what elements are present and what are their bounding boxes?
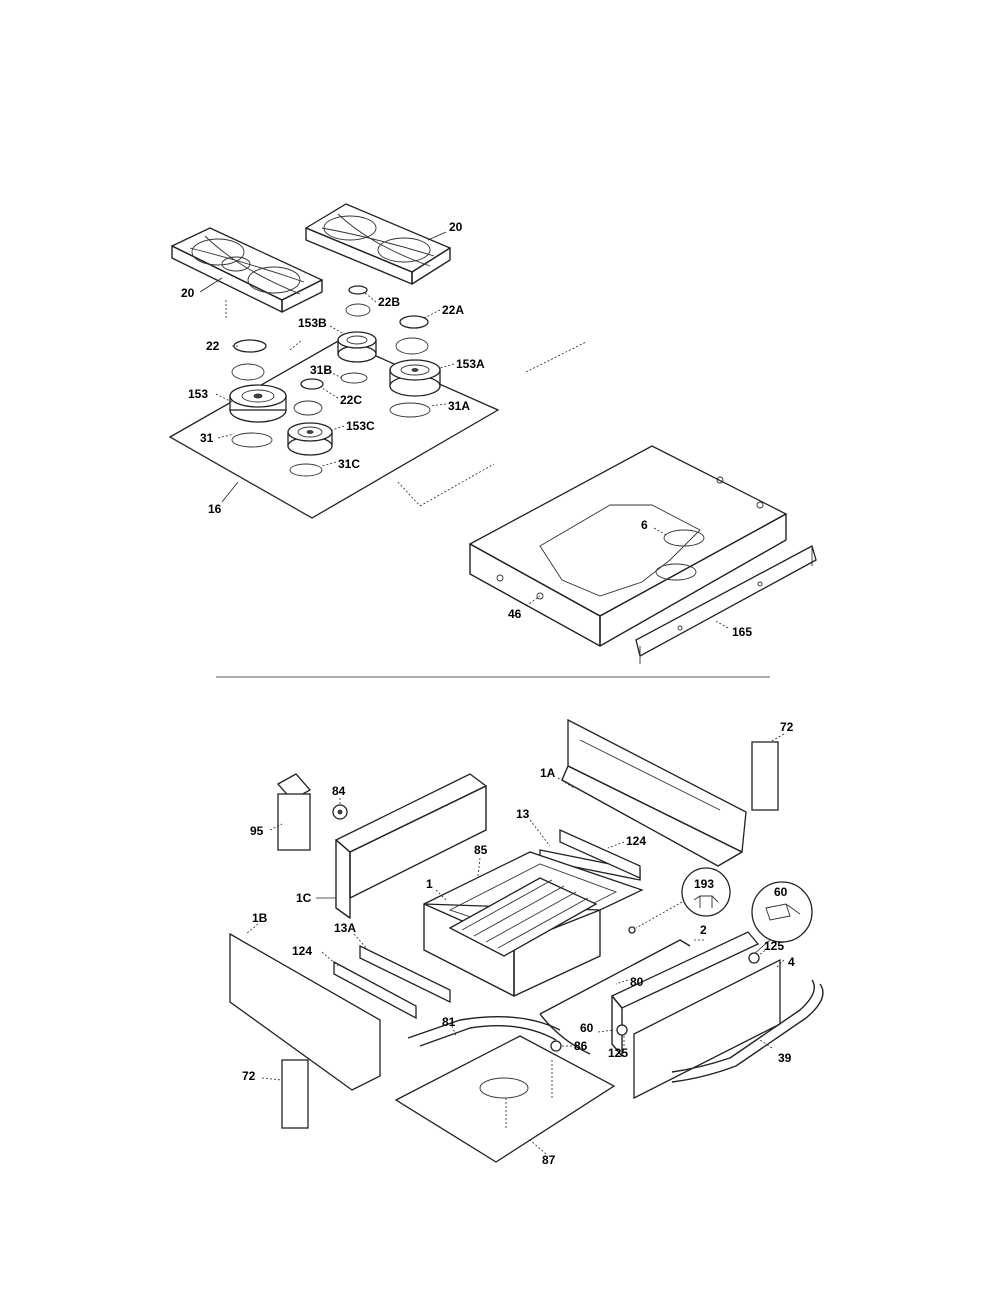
- screw-60-lower: [616, 1024, 628, 1036]
- label-80: 80: [630, 975, 644, 989]
- label-22c: 22C: [340, 393, 362, 407]
- spreader-22b: [345, 303, 371, 317]
- label-85: 85: [474, 843, 488, 857]
- label-60-bottom: 60: [580, 1021, 594, 1035]
- cap-22: [233, 339, 267, 353]
- label-31c: 31C: [338, 457, 360, 471]
- burner-box: [468, 445, 788, 647]
- label-4: 4: [788, 955, 795, 969]
- oven-assembly: [229, 718, 824, 1163]
- label-1b: 1B: [252, 911, 268, 925]
- screw-125-upper: [748, 952, 760, 964]
- leader-lines: [199, 231, 785, 1155]
- label-72-top: 72: [780, 720, 794, 734]
- label-39: 39: [778, 1051, 792, 1065]
- label-22b: 22B: [378, 295, 400, 309]
- callout-60: [751, 881, 813, 955]
- burner-153c: [287, 422, 333, 477]
- spreader-22a: [395, 337, 429, 355]
- rack-guide-13a: [359, 944, 451, 1004]
- label-46: 46: [508, 607, 522, 621]
- label-31a: 31A: [448, 399, 470, 413]
- label-165: 165: [732, 625, 752, 639]
- element-80: [539, 939, 691, 1055]
- door-handle: [671, 979, 815, 1073]
- label-1: 1: [426, 877, 433, 891]
- label-125-bottom: 125: [608, 1046, 628, 1060]
- label-81: 81: [442, 1015, 456, 1029]
- label-153: 153: [188, 387, 208, 401]
- rack-guide-124-top: [559, 828, 641, 880]
- back-panel-1a: [561, 718, 747, 867]
- label-193: 193: [694, 877, 714, 891]
- oven-door: [610, 931, 781, 1100]
- door-handle-edge: [671, 983, 824, 1083]
- grate-right: [304, 203, 452, 285]
- burner-bracket: [635, 545, 817, 664]
- rack-guide-124-bottom: [333, 960, 417, 1020]
- grate-left: [170, 227, 324, 313]
- label-31b: 31B: [310, 363, 332, 377]
- label-84: 84: [332, 784, 346, 798]
- label-124-top: 124: [626, 834, 646, 848]
- label-1c: 1C: [296, 891, 312, 905]
- burner-153b: [337, 331, 377, 384]
- label-13: 13: [516, 807, 530, 821]
- label-20-right: 20: [449, 220, 463, 234]
- label-13a: 13A: [334, 921, 356, 935]
- screw-84: [332, 804, 348, 820]
- label-153c: 153C: [346, 419, 375, 433]
- side-rail-1c: [334, 773, 488, 919]
- oven-rack: [448, 877, 598, 957]
- burner-153a: [389, 359, 441, 418]
- label-86: 86: [574, 1039, 588, 1053]
- label-2: 2: [700, 923, 707, 937]
- bracket-72-bottom: [281, 1059, 309, 1129]
- label-95: 95: [250, 824, 264, 838]
- label-31: 31: [200, 431, 214, 445]
- callout-193: [628, 867, 731, 934]
- label-60-top: 60: [774, 885, 788, 899]
- label-22a: 22A: [442, 303, 464, 317]
- label-20-left: 20: [181, 286, 195, 300]
- cap-22a: [399, 315, 429, 329]
- label-16: 16: [208, 502, 222, 516]
- cap-22b: [348, 285, 368, 295]
- label-6: 6: [641, 518, 648, 532]
- bracket-95: [276, 773, 312, 851]
- spreader-22c: [293, 400, 323, 416]
- cap-22c: [300, 378, 324, 390]
- label-22: 22: [206, 339, 220, 353]
- label-72-bottom: 72: [242, 1069, 256, 1083]
- bottom-panel-87: [394, 1035, 616, 1163]
- burner-153: [229, 384, 287, 448]
- screw-86: [550, 1040, 562, 1052]
- label-153b: 153B: [298, 316, 327, 330]
- label-153a: 153A: [456, 357, 485, 371]
- label-124-bottom: 124: [292, 944, 312, 958]
- label-1a: 1A: [540, 766, 556, 780]
- label-87: 87: [542, 1153, 556, 1167]
- part-labels: 20 20 22B 22A 153B 22 31B 153A 153 22C 3…: [181, 220, 795, 1167]
- cooktop-assembly: [168, 203, 587, 519]
- side-panel-1b: [229, 932, 381, 1091]
- label-125-top: 125: [764, 939, 784, 953]
- bracket-72-top: [751, 741, 779, 811]
- cooktop-plate: [168, 339, 500, 519]
- spreader-22: [231, 363, 265, 381]
- element-81: [407, 1015, 561, 1047]
